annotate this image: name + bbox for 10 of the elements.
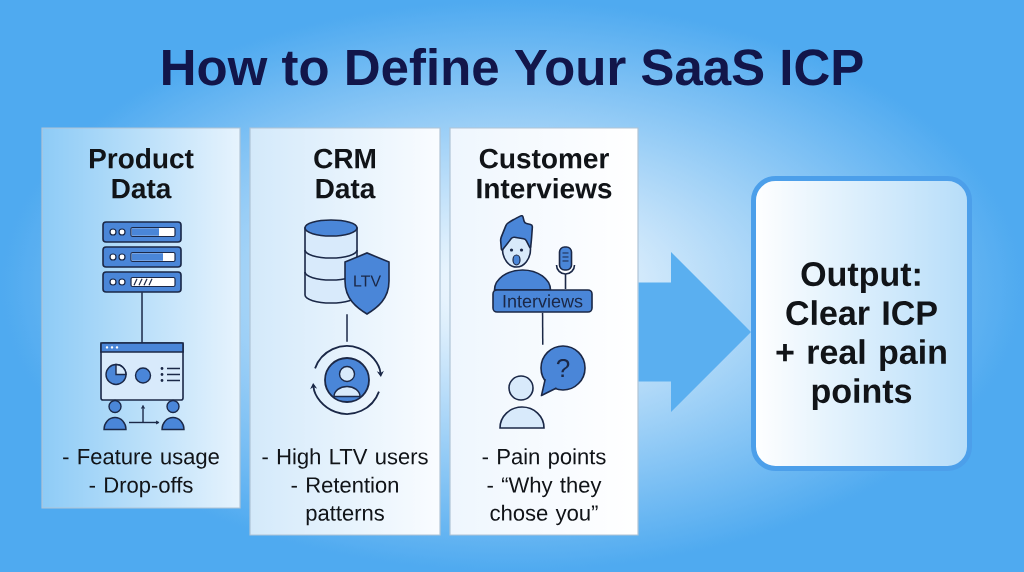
server-rack-icon (102, 221, 182, 293)
title: How to Define Your SaaS ICP (163, 48, 863, 86)
connector-line (541, 312, 544, 346)
connector-line (346, 313, 348, 343)
banner: Interviews (492, 289, 593, 313)
connector-line (141, 291, 143, 344)
user-cycle-icon (310, 345, 384, 415)
block-arrow (638, 252, 751, 412)
output-box: Output: Clear ICP + real pain points (751, 176, 972, 471)
dashboard-icon (100, 342, 185, 431)
